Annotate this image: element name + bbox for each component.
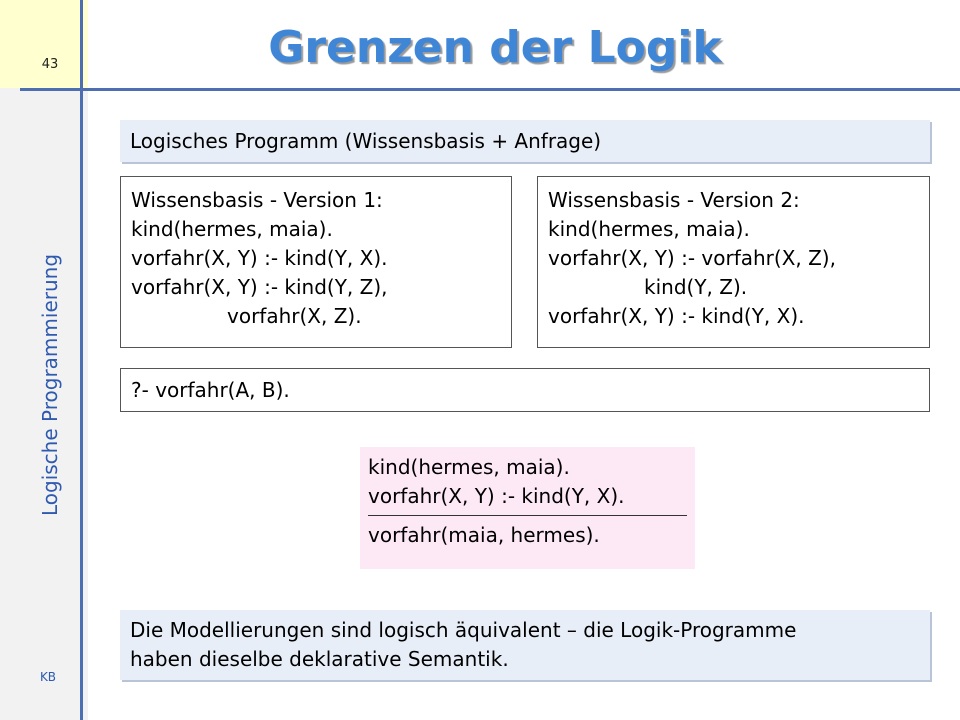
kb2-heading: Wissensbasis - Version 2:: [548, 188, 800, 212]
inference-premise: kind(hermes, maia).: [368, 455, 570, 479]
conclusion-box: Die Modellierungen sind logisch äquivale…: [120, 610, 930, 680]
page-number: 43: [41, 57, 59, 72]
inference-box: kind(hermes, maia). vorfahr(X, Y) :- kin…: [360, 447, 695, 569]
footer-label: KB: [39, 670, 57, 684]
inference-conclusion: vorfahr(maia, hermes).: [368, 523, 600, 547]
conclusion-line: Die Modellierungen sind logisch äquivale…: [130, 618, 797, 642]
conclusion-line: haben dieselbe deklarative Semantik.: [130, 647, 509, 671]
sidebar: [0, 0, 88, 720]
corner-block: [0, 0, 88, 88]
sidebar-title: Logische Programmierung: [38, 253, 62, 517]
inference-premise: vorfahr(X, Y) :- kind(Y, X).: [368, 484, 625, 508]
kb2-line: vorfahr(X, Y) :- vorfahr(X, Z),: [548, 246, 836, 270]
slide-title: Grenzen der Logik: [268, 22, 722, 73]
kb1-heading: Wissensbasis - Version 1:: [131, 188, 383, 212]
kb2-line: kind(hermes, maia).: [548, 217, 750, 241]
kb2-line: kind(Y, Z).: [644, 275, 748, 299]
inference-separator: [368, 515, 687, 516]
knowledge-base-v1: Wissensbasis - Version 1: kind(hermes, m…: [120, 176, 512, 348]
horizontal-rule: [20, 88, 960, 91]
vertical-rule: [80, 0, 83, 720]
kb1-line: vorfahr(X, Y) :- kind(Y, Z),: [131, 275, 388, 299]
kb1-line: vorfahr(X, Z).: [227, 304, 362, 328]
kb1-line: vorfahr(X, Y) :- kind(Y, X).: [131, 246, 388, 270]
knowledge-base-v2: Wissensbasis - Version 2: kind(hermes, m…: [537, 176, 930, 348]
query-text: ?- vorfahr(A, B).: [131, 378, 290, 402]
kb2-line: vorfahr(X, Y) :- kind(Y, X).: [548, 304, 805, 328]
program-header-box: Logisches Programm (Wissensbasis + Anfra…: [120, 120, 930, 162]
kb1-line: kind(hermes, maia).: [131, 217, 333, 241]
query-box: ?- vorfahr(A, B).: [120, 368, 930, 412]
program-header-text: Logisches Programm (Wissensbasis + Anfra…: [130, 129, 602, 153]
